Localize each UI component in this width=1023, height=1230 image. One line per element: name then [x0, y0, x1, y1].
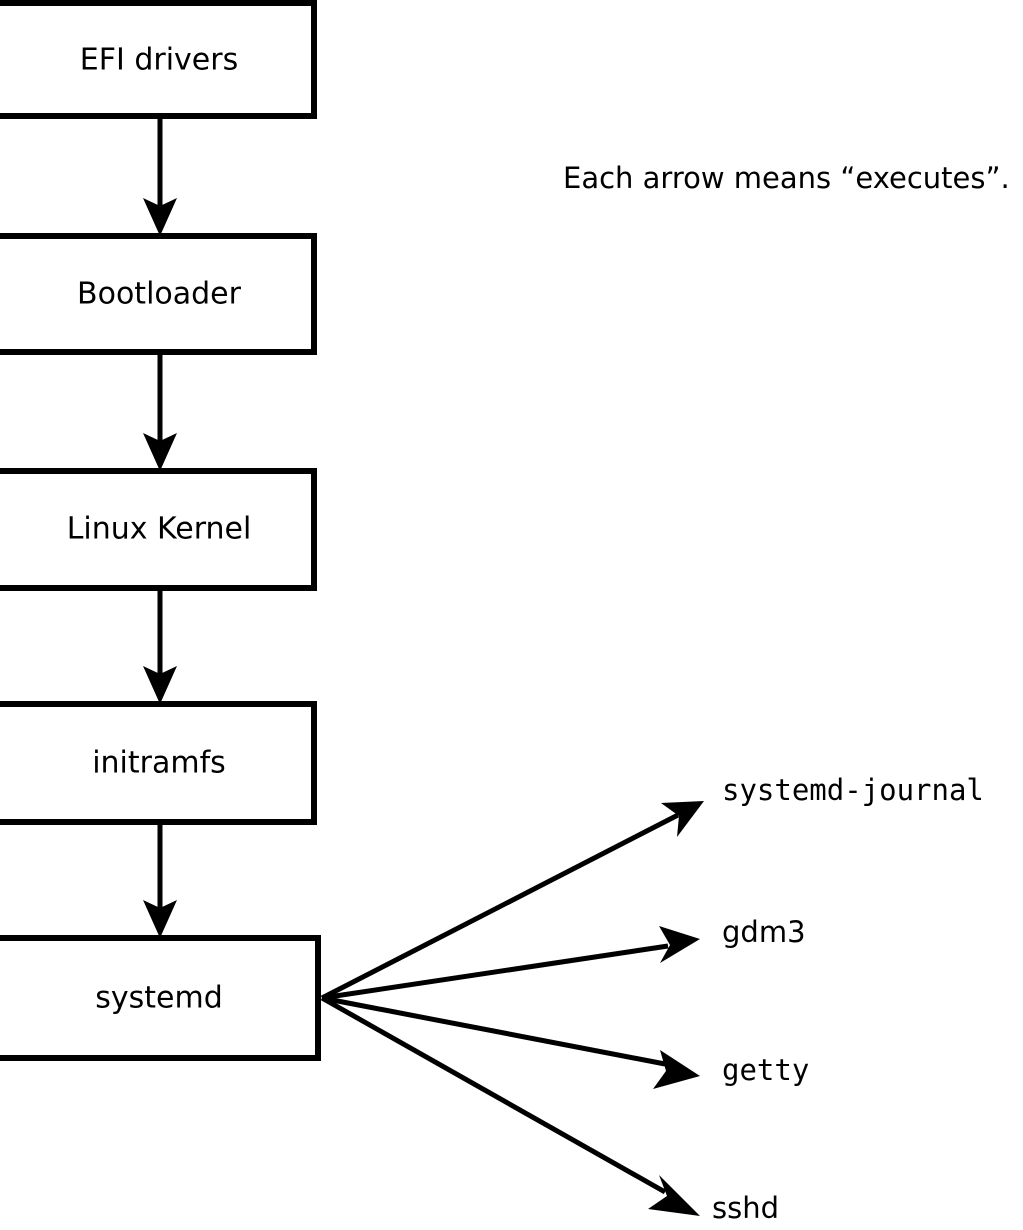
node-label: Bootloader — [77, 277, 242, 312]
node-bootloader[interactable]: Bootloader — [0, 233, 317, 355]
service-label-systemd-journal[interactable]: systemd-journal — [722, 773, 984, 807]
node-box-shape — [0, 468, 317, 591]
service-label-sshd[interactable]: sshd — [712, 1191, 779, 1225]
arrow-systemd-to-gdm3 — [321, 926, 700, 1001]
arrow-systemd-to-sshd — [320, 995, 700, 1216]
node-label: EFI drivers — [80, 43, 238, 78]
arrow-initramfs-to-systemd — [143, 822, 177, 938]
arrow-head-icon — [653, 1050, 700, 1089]
arrow-head-icon — [143, 198, 177, 236]
arrow-shaft — [321, 943, 669, 1001]
node-efi-drivers[interactable]: EFI drivers — [0, 0, 317, 119]
node-systemd[interactable]: systemd — [0, 935, 321, 1061]
arrow-shaft — [321, 995, 666, 1067]
arrow-efi-to-bootloader — [143, 116, 177, 236]
arrow-head-icon — [143, 433, 177, 471]
service-labels: systemd-journal gdm3 getty sshd — [712, 773, 984, 1225]
service-label-gdm3[interactable]: gdm3 — [722, 915, 806, 949]
node-label: systemd — [95, 981, 223, 1016]
node-initramfs[interactable]: initramfs — [0, 701, 317, 825]
arrow-head-icon — [143, 900, 177, 938]
arrow-systemd-to-getty — [321, 995, 700, 1089]
node-label: initramfs — [92, 746, 226, 781]
node-linux-kernel[interactable]: Linux Kernel — [0, 468, 317, 591]
service-fanout-arrows — [320, 801, 704, 1216]
arrow-head-icon — [143, 666, 177, 704]
node-box-shape — [0, 935, 321, 1061]
node-box-shape — [0, 0, 317, 119]
chain-connectors — [143, 116, 177, 938]
arrow-head-icon — [661, 801, 704, 837]
arrow-bootloader-to-kernel — [143, 352, 177, 471]
legend-caption: Each arrow means “executes”. — [563, 161, 1010, 195]
node-box-shape — [0, 701, 317, 825]
arrow-shaft — [320, 812, 680, 1001]
node-box-shape — [0, 233, 317, 355]
service-label-getty[interactable]: getty — [722, 1053, 809, 1087]
node-label: Linux Kernel — [67, 512, 252, 547]
arrow-head-icon — [648, 1175, 700, 1216]
arrow-head-icon — [659, 926, 700, 963]
arrow-kernel-to-initramfs — [143, 588, 177, 704]
arrow-shaft — [320, 995, 667, 1195]
arrow-systemd-to-systemd-journal — [320, 801, 704, 1001]
